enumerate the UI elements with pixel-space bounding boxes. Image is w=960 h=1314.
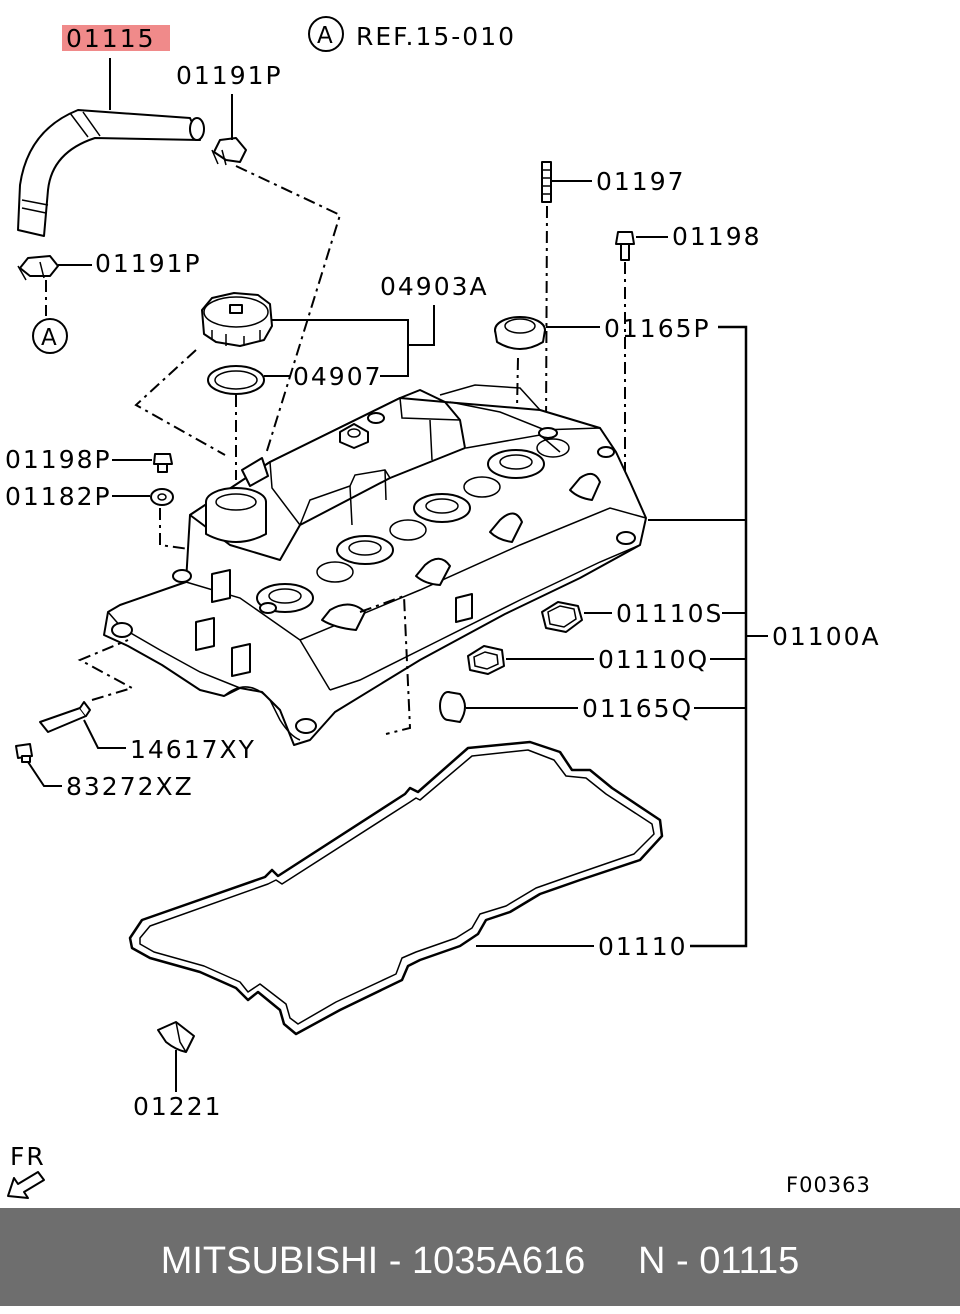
callout-14617XY[interactable]: 14617XY (130, 735, 256, 764)
leader-04907 (264, 345, 409, 377)
hose-clamp-bottom (17, 255, 59, 281)
gasket-01110S-inner (547, 605, 577, 628)
rocker-cover (103, 384, 647, 746)
leader-04903A (272, 305, 435, 346)
callout-04903A[interactable]: 04903A (380, 272, 489, 301)
leader-14617XY (83, 719, 126, 749)
direction-label: FR (10, 1142, 46, 1171)
bracket-01100A (690, 325, 748, 948)
callout-01198[interactable]: 01198 (672, 222, 762, 251)
callout-01110[interactable]: 01110 (598, 932, 688, 961)
bolt-01198 (615, 231, 635, 261)
callout-01165P[interactable]: 01165P (604, 314, 711, 343)
hose-clamp-top (211, 137, 247, 166)
connector-marker: A (41, 325, 57, 351)
parts-diagram: 01115 A REF.15-010 01191P 01191P A 0490 (5, 16, 881, 1199)
gasket-01110Q-inner (473, 651, 499, 670)
cover-gasket-01110 (128, 740, 664, 1036)
footer-part-info: MITSUBISHI - 1035A616 N - 01115 (160, 1240, 800, 1282)
dash-bracket-to-cover (77, 639, 135, 701)
bracket-14617XY (39, 701, 91, 733)
dash-stud-to-cover (545, 205, 548, 431)
callout-01191P-bottom[interactable]: 01191P (95, 249, 202, 278)
callout-01115[interactable]: 01115 (66, 24, 156, 53)
callout-01110Q[interactable]: 01110Q (598, 645, 709, 674)
seal-01221 (157, 1021, 195, 1053)
highlight-box (62, 25, 170, 51)
callout-04907[interactable]: 04907 (293, 362, 383, 391)
stud-bolt (541, 161, 552, 203)
callout-01182P[interactable]: 01182P (5, 482, 112, 511)
reference-marker: A (317, 23, 333, 49)
direction-arrow-icon (7, 1171, 45, 1199)
connector-marker-circle (32, 318, 68, 354)
callout-01100A[interactable]: 01100A (772, 622, 881, 651)
bolt-83272XZ (15, 743, 33, 763)
callout-83272XZ[interactable]: 83272XZ (66, 772, 194, 801)
callout-01165Q[interactable]: 01165Q (582, 694, 693, 723)
washer-01182P (150, 488, 174, 506)
dash-clamp-to-cover (235, 165, 342, 455)
callout-01191P-top[interactable]: 01191P (176, 61, 283, 90)
gasket-01110Q (467, 645, 505, 675)
dash-cap-to-cover (134, 349, 237, 480)
callout-01198P[interactable]: 01198P (5, 445, 112, 474)
callout-01197[interactable]: 01197 (596, 167, 686, 196)
reference-marker-circle (308, 16, 344, 52)
leader-83272XZ (27, 761, 62, 787)
reference-text[interactable]: REF.15-010 (356, 22, 516, 51)
callout-01221[interactable]: 01221 (133, 1092, 223, 1121)
callout-01110S[interactable]: 01110S (616, 599, 723, 628)
breather-hose (17, 109, 205, 237)
dash-washer-to-cover (159, 508, 273, 611)
seal-01165Q (439, 691, 466, 723)
bolt-01198P (153, 453, 173, 473)
figure-code: F00363 (786, 1173, 871, 1197)
filler-cap-gasket (207, 365, 265, 395)
footer-bar: MITSUBISHI - 1035A616 N - 01115 (0, 1208, 960, 1306)
plug-tube-seal (494, 316, 546, 350)
oil-filler-cap (201, 292, 273, 347)
